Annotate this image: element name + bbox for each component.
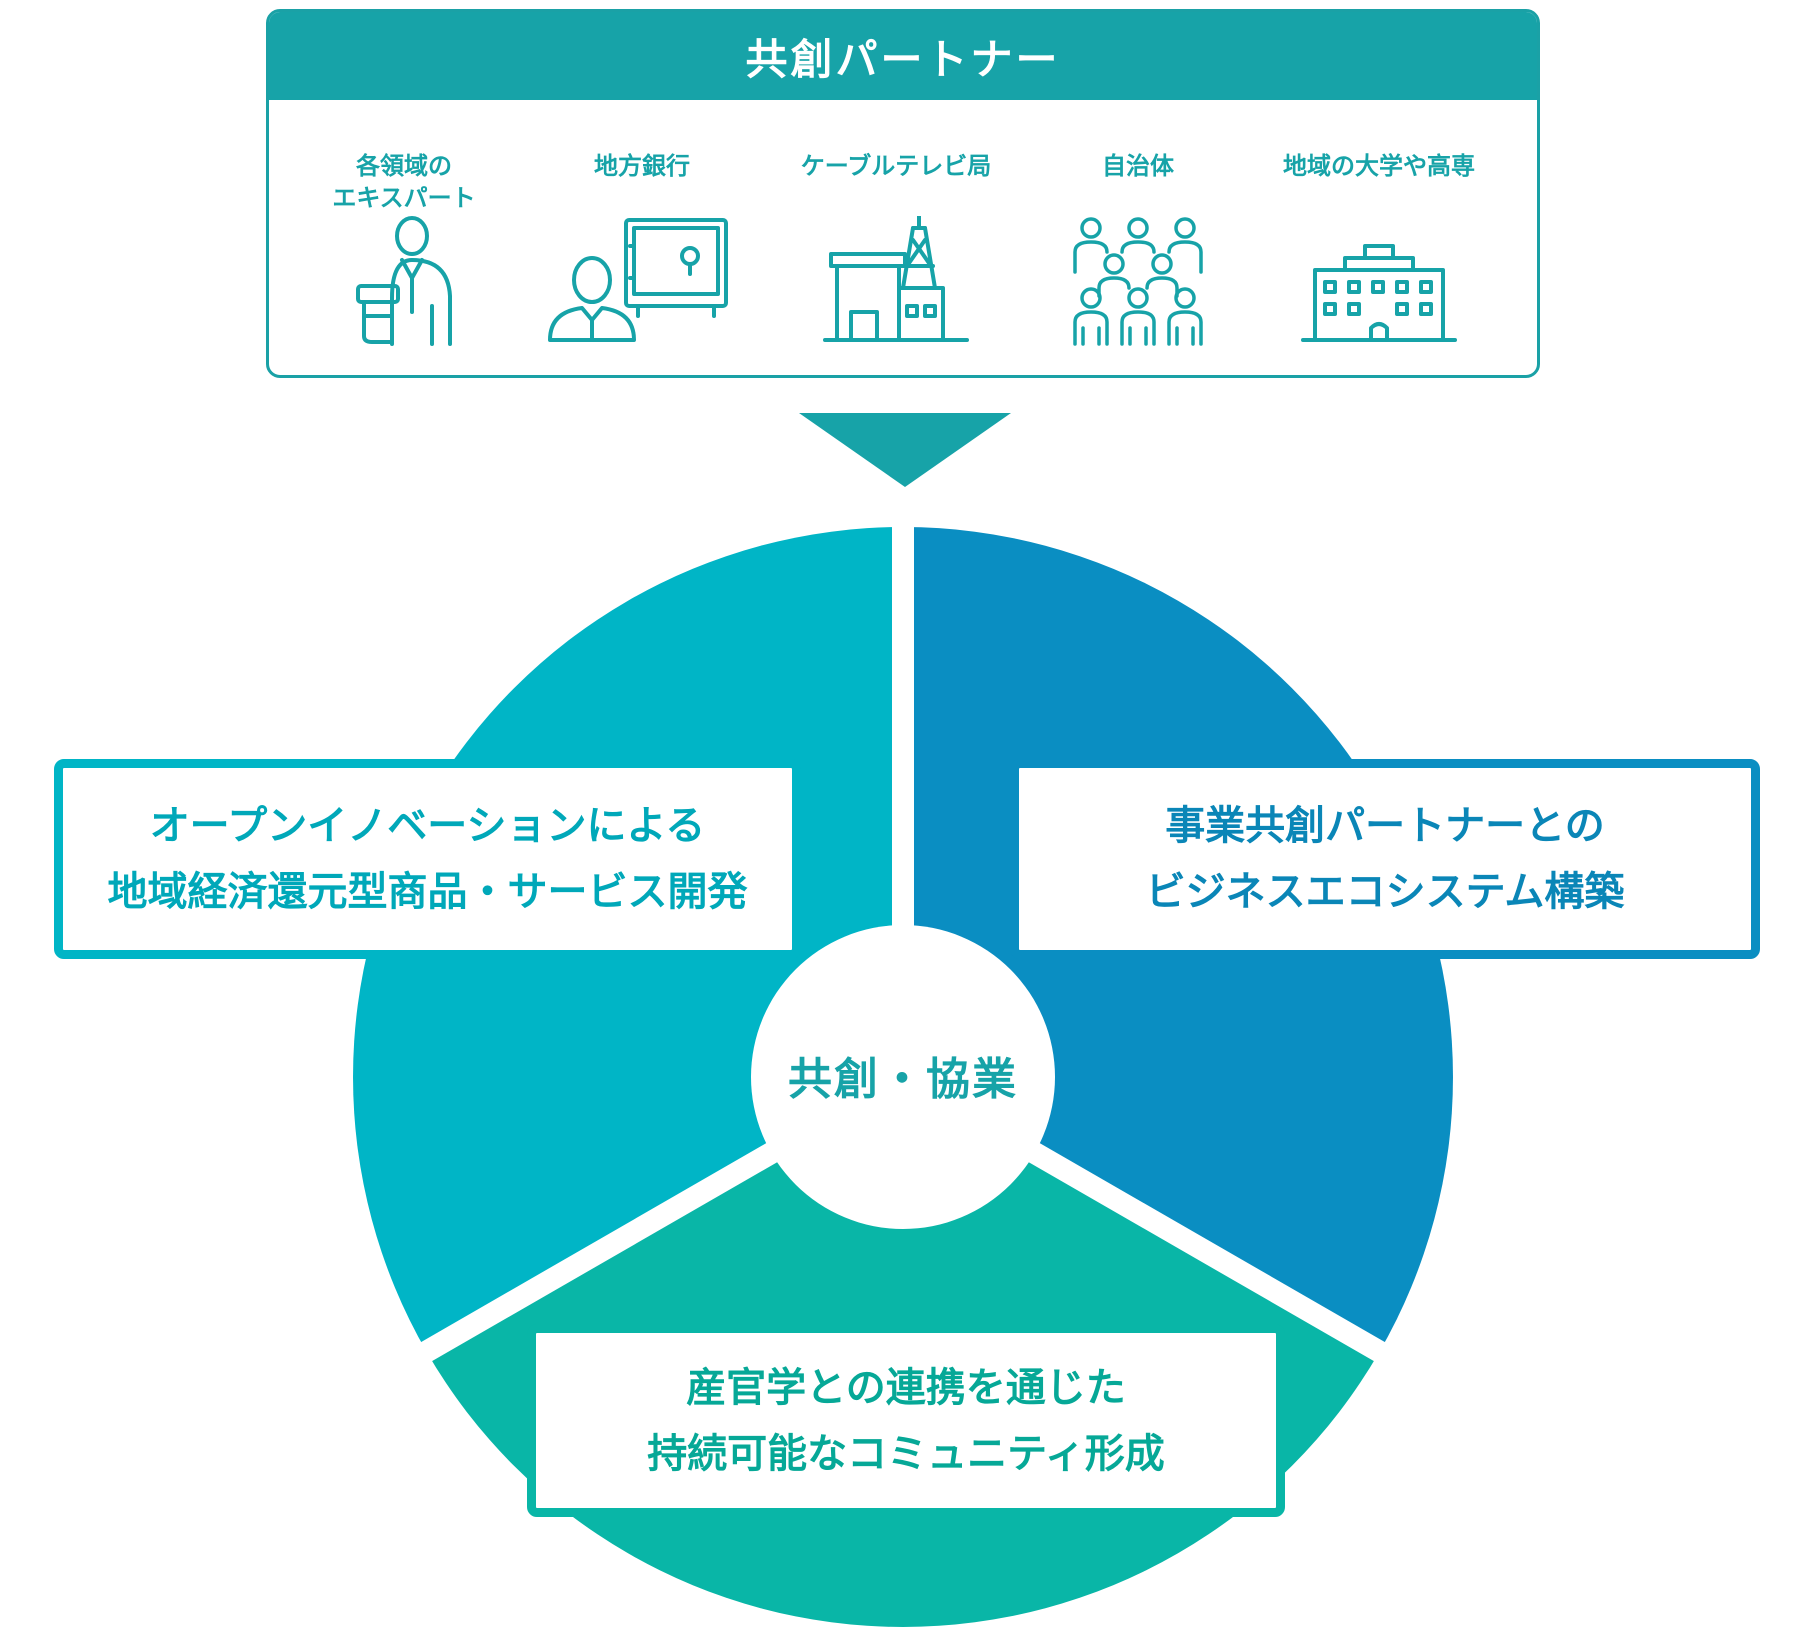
- segment-label-bottom: 産官学との連携を通じた 持続可能なコミュニティ形成: [527, 1324, 1285, 1517]
- center-label: 共創・協業: [788, 1054, 1018, 1105]
- partner-panel-title: 共創パートナー: [269, 12, 1537, 100]
- bank-icon: [548, 218, 728, 342]
- expert-icon: [356, 216, 452, 346]
- segment-right-line2: ビジネスエコシステム構築: [1145, 869, 1625, 915]
- municipality-icon: [1073, 217, 1203, 346]
- segment-bottom-line1: 産官学との連携を通じた: [686, 1364, 1126, 1411]
- down-arrow: [799, 413, 1011, 487]
- partner-label: 各領域の エキスパート: [332, 152, 476, 212]
- segment-right-line1: 事業共創パートナーとの: [1165, 803, 1605, 849]
- partner-item-expert: 各領域の エキスパート: [289, 100, 519, 346]
- segment-bottom-line2: 持続可能なコミュニティ形成: [647, 1430, 1165, 1477]
- partner-item-bank: 地方銀行: [527, 100, 757, 346]
- tv-station-icon: [823, 216, 969, 342]
- university-icon: [1301, 244, 1457, 342]
- segment-label-left: オープンイノベーションによる 地域経済還元型商品・サービス開発: [54, 759, 801, 959]
- segment-left-line1: オープンイノベーションによる: [149, 803, 706, 849]
- segment-left-line2: 地域経済還元型商品・サービス開発: [107, 869, 748, 915]
- partner-item-municipality: 自治体: [1023, 100, 1253, 346]
- partner-label: 地方銀行: [594, 152, 690, 180]
- wheel-center-circle: [751, 925, 1055, 1229]
- partner-item-university: 地域の大学や高専: [1264, 100, 1494, 346]
- partner-label: ケーブルテレビ局: [800, 152, 992, 180]
- partner-panel: 共創パートナー 各領域の エキスパート 地方銀行: [266, 9, 1540, 378]
- partner-item-tv-station: ケーブルテレビ局: [781, 100, 1011, 346]
- partner-label: 地域の大学や高専: [1283, 152, 1475, 180]
- segment-label-right: 事業共創パートナーとの ビジネスエコシステム構築: [1010, 759, 1760, 959]
- partner-label: 自治体: [1102, 152, 1174, 180]
